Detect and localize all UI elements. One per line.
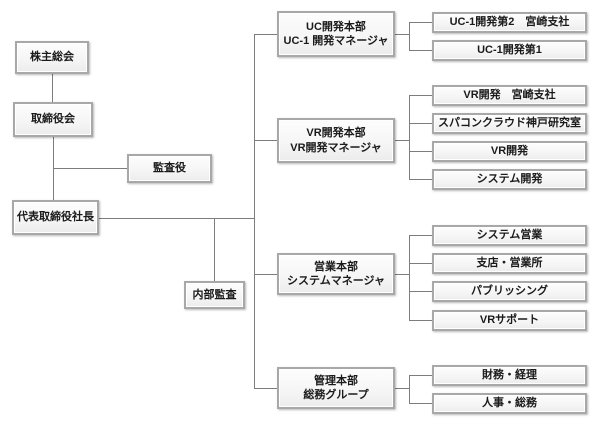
- connector-line: [53, 168, 127, 169]
- connector-line: [254, 34, 255, 389]
- connector-line: [409, 291, 432, 292]
- org-node-vr-child: スパコンクラウド神戸研究室: [432, 113, 587, 134]
- connector-line: [395, 140, 410, 141]
- org-node-uc-division: UC開発本部 UC-1 開発マネージャ: [277, 11, 395, 57]
- division-manager: システムマネージャ: [287, 275, 385, 287]
- connector-line: [409, 320, 432, 321]
- org-node-auditor: 監査役: [127, 154, 212, 183]
- division-title: VR開発本部: [306, 127, 366, 140]
- connector-line: [254, 274, 277, 275]
- division-title: UC開発本部: [306, 20, 366, 33]
- connector-line: [254, 34, 277, 35]
- org-node-admin-division: 管理本部 総務グループ: [277, 367, 395, 409]
- connector-line: [214, 218, 215, 281]
- division-manager: UC-1 開発マネージャ: [283, 35, 389, 47]
- division-manager: VR開発マネージャ: [290, 141, 382, 154]
- org-node-uc-child: UC-1開発第2 宮崎支社: [432, 12, 587, 33]
- org-node-vr-division: VR開発本部 VR開発マネージャ: [277, 118, 395, 163]
- connector-line: [409, 22, 410, 51]
- connector-line: [409, 403, 432, 404]
- org-node-sales-division: 営業本部 システムマネージャ: [277, 253, 395, 295]
- org-node-president: 代表取締役社長: [12, 200, 99, 235]
- connector-line: [409, 22, 432, 23]
- org-node-vr-child: システム開発: [432, 169, 587, 190]
- connector-line: [409, 235, 432, 236]
- org-node-uc-child: UC-1開発第1: [432, 40, 587, 61]
- org-node-internal-audit: 内部監査: [184, 281, 245, 309]
- org-node-admin-child: 財務・経理: [432, 365, 587, 386]
- org-node-shareholders: 株主総会: [15, 41, 89, 74]
- division-title: 営業本部: [314, 260, 358, 273]
- connector-line: [395, 34, 410, 35]
- connector-line: [254, 140, 277, 141]
- org-node-admin-child: 人事・総務: [432, 393, 587, 414]
- connector-line: [409, 263, 432, 264]
- connector-line: [409, 95, 410, 180]
- connector-line: [409, 123, 432, 124]
- division-manager: 総務グループ: [303, 389, 369, 401]
- org-node-sales-child: システム営業: [432, 225, 587, 246]
- connector-line: [395, 388, 410, 389]
- connector-line: [409, 50, 432, 51]
- connector-line: [99, 218, 255, 219]
- division-title: 管理本部: [314, 374, 358, 387]
- connector-line: [409, 235, 410, 321]
- connector-line: [52, 73, 53, 102]
- connector-line: [409, 375, 410, 404]
- org-node-sales-child: VRサポート: [432, 310, 587, 331]
- connector-line: [395, 274, 410, 275]
- org-node-vr-child: VR開発 宮崎支社: [432, 85, 587, 106]
- org-node-sales-child: 支店・営業所: [432, 253, 587, 274]
- org-node-board: 取締役会: [13, 102, 93, 137]
- org-node-sales-child: パブリッシング: [432, 281, 587, 302]
- connector-line: [409, 179, 432, 180]
- connector-line: [409, 375, 432, 376]
- connector-line: [409, 151, 432, 152]
- connector-line: [409, 95, 432, 96]
- connector-line: [254, 388, 277, 389]
- org-node-vr-child: VR開発: [432, 141, 587, 162]
